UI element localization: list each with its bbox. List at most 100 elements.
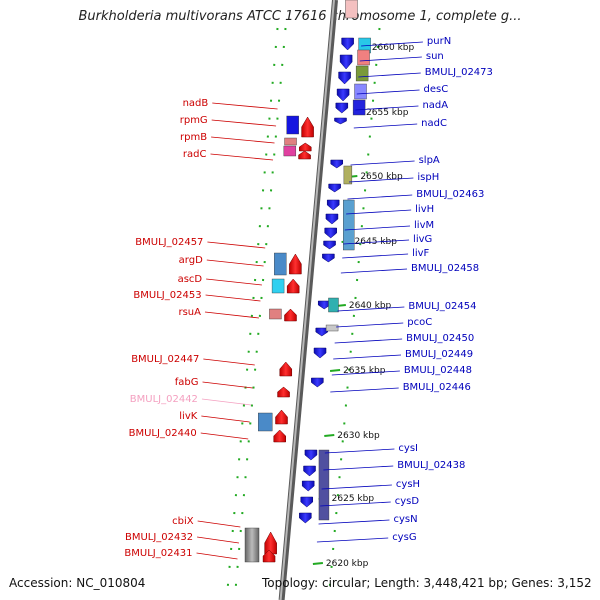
plus-strand-block	[269, 308, 282, 320]
gene-label-leader	[321, 484, 392, 490]
minus-strand-gene	[338, 71, 351, 85]
kbp-tick-label: 2635 kbp	[343, 366, 386, 376]
gene-label-right[interactable]: BMULJ_02438	[397, 460, 465, 471]
gene-label-left[interactable]: BMULJ_02453	[133, 290, 201, 301]
gene-label-right[interactable]: nadC	[421, 118, 447, 129]
gene-label-left[interactable]: rsuA	[178, 307, 201, 318]
gene-label-right[interactable]: BMULJ_02454	[408, 301, 476, 312]
plus-strand-gene	[298, 150, 311, 160]
gene-label-left[interactable]: BMULJ_02431	[124, 548, 192, 559]
gene-label-left[interactable]: cbiX	[172, 516, 194, 527]
gene-label-leader	[336, 322, 404, 328]
plus-strand-gene	[286, 278, 300, 294]
kbp-tick-label: 2660 kbp	[372, 43, 415, 53]
plus-strand-gene	[301, 116, 314, 138]
plus-strand-block	[283, 145, 297, 157]
minus-strand-gene	[301, 480, 315, 492]
gene-label-left[interactable]: BMULJ_02440	[129, 428, 197, 439]
gene-label-right[interactable]: BMULJ_02463	[416, 189, 484, 200]
gene-label-leader	[211, 119, 277, 127]
minus-strand-gene	[315, 327, 329, 337]
accession-text: Accession: NC_010804	[9, 576, 146, 590]
gene-label-leader	[201, 398, 252, 406]
minus-strand-block	[343, 165, 353, 185]
gene-label-right[interactable]: BMULJ_02473	[425, 67, 493, 78]
gene-label-left[interactable]: livK	[179, 411, 197, 422]
gene-label-right[interactable]: pcoC	[407, 317, 432, 328]
gene-label-left[interactable]: argD	[179, 255, 203, 266]
minus-strand-block	[357, 49, 370, 66]
gene-label-right[interactable]: livM	[414, 220, 434, 231]
gene-label-leader	[200, 432, 249, 440]
minus-strand-gene	[322, 253, 335, 263]
minus-strand-block	[325, 324, 339, 332]
gene-label-right[interactable]: BMULJ_02458	[411, 263, 479, 274]
plus-strand-block	[274, 252, 287, 276]
gene-label-leader	[330, 387, 399, 393]
gene-label-right[interactable]: cysI	[398, 443, 418, 454]
gene-label-left[interactable]: fabG	[175, 377, 199, 388]
minus-strand-gene	[328, 183, 341, 193]
gene-label-left[interactable]: BMULJ_02457	[135, 237, 203, 248]
minus-strand-gene	[335, 102, 349, 114]
minus-strand-gene	[300, 496, 314, 508]
kbp-tick-label: 2625 kbp	[332, 494, 375, 504]
minus-strand-block	[343, 199, 355, 251]
gene-label-right[interactable]: livF	[412, 248, 429, 259]
gene-label-leader	[343, 239, 410, 245]
gene-label-left[interactable]: BMULJ_02432	[125, 532, 193, 543]
gene-label-leader	[206, 259, 264, 267]
gene-label-right[interactable]: cysH	[396, 479, 420, 490]
plus-strand-block	[244, 527, 260, 563]
gene-label-leader	[324, 448, 395, 454]
gene-label-right[interactable]: purN	[427, 36, 451, 47]
gene-label-right[interactable]: BMULJ_02450	[406, 333, 474, 344]
minus-strand-gene	[336, 88, 350, 102]
gene-label-right[interactable]: ispH	[417, 172, 439, 183]
gene-label-leader	[356, 89, 420, 95]
gene-label-leader	[320, 501, 391, 507]
minus-strand-gene	[334, 117, 347, 125]
kbp-tick-label: 2630 kbp	[337, 431, 380, 441]
gene-label-leader	[197, 536, 239, 544]
gene-label-leader	[202, 381, 253, 389]
minus-strand-gene	[341, 37, 354, 51]
minus-strand-gene	[317, 300, 331, 310]
gene-label-left[interactable]: rpmG	[180, 115, 208, 126]
minus-strand-gene	[311, 377, 324, 388]
minus-strand-gene	[304, 449, 318, 461]
plus-strand-gene	[279, 361, 293, 377]
gene-label-right[interactable]: BMULJ_02448	[404, 365, 472, 376]
kbp-tick-label: 2640 kbp	[349, 301, 392, 311]
gene-label-right[interactable]: desC	[424, 84, 449, 95]
gene-label-leader	[205, 294, 261, 302]
gene-label-right[interactable]: cysN	[393, 514, 417, 525]
gene-label-right[interactable]: livH	[415, 204, 434, 215]
kbp-tick-mark	[329, 369, 341, 372]
gene-label-right[interactable]: livG	[413, 234, 432, 245]
gene-label-leader	[355, 105, 419, 111]
gene-label-right[interactable]: cysG	[392, 532, 416, 543]
gene-label-left[interactable]: radC	[183, 149, 207, 160]
gene-label-right[interactable]: sun	[426, 51, 444, 62]
gene-label-right[interactable]: BMULJ_02449	[405, 349, 473, 360]
gene-label-left[interactable]: BMULJ_02447	[131, 354, 199, 365]
gene-label-left[interactable]: BMULJ_02442	[130, 394, 198, 405]
gene-label-right[interactable]: BMULJ_02446	[403, 382, 471, 393]
gene-label-leader	[347, 194, 413, 200]
gene-label-right[interactable]: nadA	[422, 100, 448, 111]
gene-label-leader	[203, 358, 255, 366]
gene-label-leader	[340, 268, 408, 274]
gene-label-left[interactable]: ascD	[178, 274, 203, 285]
gene-label-leader	[353, 123, 418, 129]
plus-strand-gene	[262, 549, 276, 563]
gene-label-left[interactable]: rpmB	[180, 132, 207, 143]
gene-label-left[interactable]: nadB	[183, 98, 209, 109]
plus-strand-block	[284, 137, 297, 146]
gene-label-right[interactable]: slpA	[419, 155, 440, 166]
gene-label-right[interactable]: cysD	[395, 496, 420, 507]
topology-text: Topology: circular; Length: 3,448,421 bp…	[262, 576, 592, 590]
minus-strand-gene	[303, 465, 316, 477]
minus-strand-block	[328, 297, 339, 313]
